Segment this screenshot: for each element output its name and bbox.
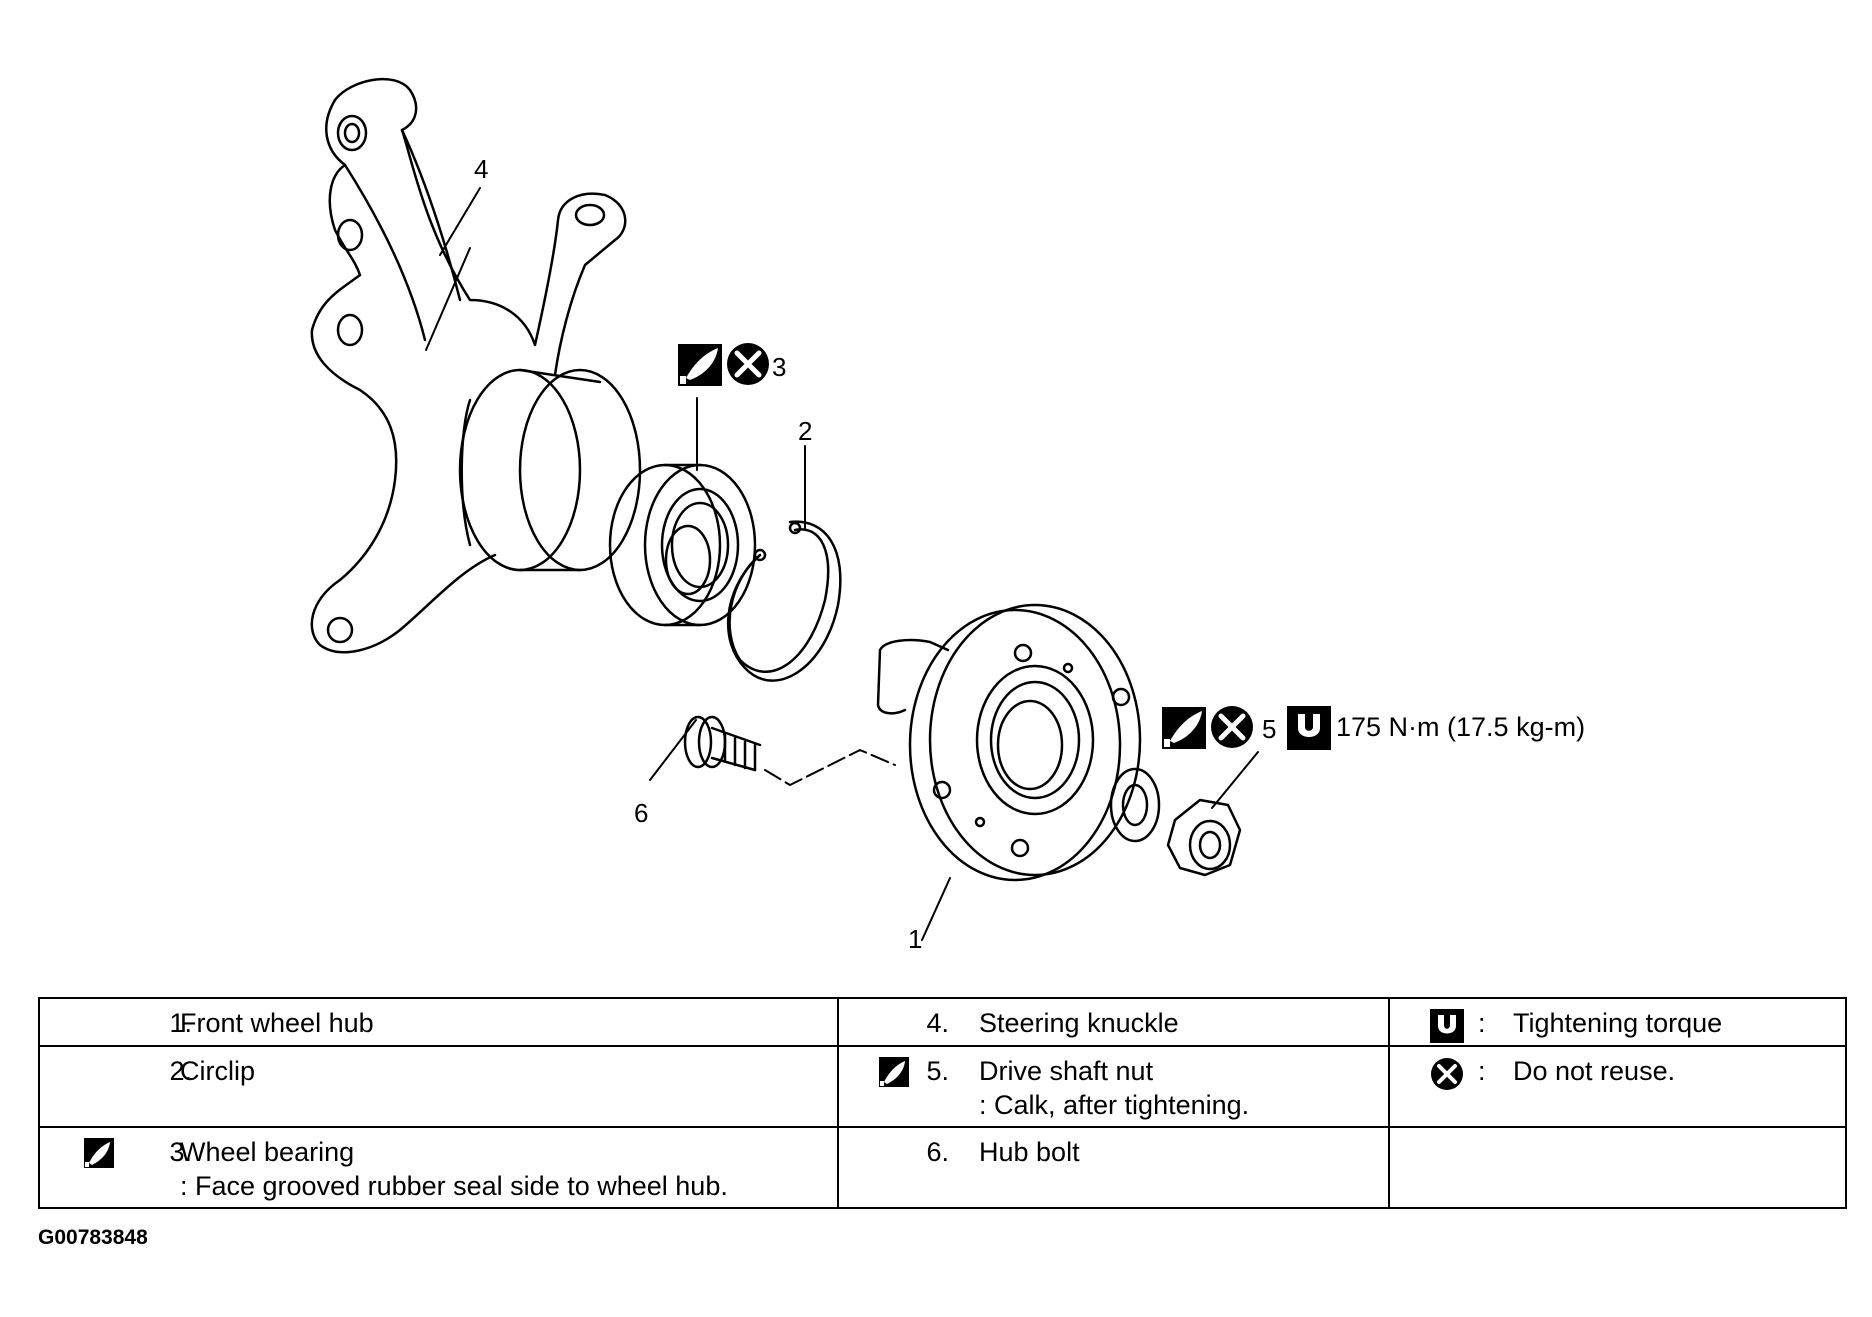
callout-3: 3	[772, 352, 786, 382]
table-cell: : Tightening torque	[1388, 997, 1847, 1047]
legend-text: Do not reuse.	[1513, 1056, 1676, 1086]
apply-grease-icon	[1162, 707, 1206, 749]
do-not-reuse-icon	[1211, 706, 1253, 748]
callout-6: 6	[634, 798, 648, 828]
callout-5: 5	[1262, 714, 1276, 744]
item-name: Front wheel hub	[180, 1008, 374, 1038]
table-cell: 6. Hub bolt	[837, 1126, 1390, 1209]
table-row: 1. Front wheel hub 4. Steering knuckle :…	[38, 997, 1847, 1047]
figure-code: G00783848	[38, 1226, 148, 1249]
apply-grease-icon	[84, 1138, 114, 1168]
table-cell: : Do not reuse.	[1388, 1045, 1847, 1128]
apply-grease-icon	[879, 1057, 909, 1087]
item-name: Wheel bearing	[180, 1137, 355, 1167]
front-wheel-hub-part	[876, 603, 1142, 882]
item-number: 1.	[169, 1008, 192, 1038]
table-cell	[1388, 1126, 1847, 1209]
item-note: : Calk, after tightening.	[979, 1090, 1250, 1120]
legend-colon: :	[1478, 1056, 1486, 1086]
parts-legend-table: 1. Front wheel hub 4. Steering knuckle :…	[38, 997, 1847, 1209]
legend-text: Tightening torque	[1513, 1008, 1723, 1038]
item-name: Circlip	[180, 1056, 256, 1086]
table-cell: 4. Steering knuckle	[837, 997, 1390, 1047]
hub-bolt-part	[683, 715, 762, 772]
exploded-view-diagram: 4 2 3 5 6 1 175 N·m (17.5 kg-m)	[310, 77, 1585, 954]
do-not-reuse-icon	[727, 343, 769, 385]
table-row: 2. Circlip 5. Drive shaft nut : Calk, af…	[38, 1045, 1847, 1128]
table-cell: 1. Front wheel hub	[38, 997, 839, 1047]
callout-2: 2	[798, 416, 812, 446]
tightening-torque-icon	[1287, 706, 1331, 750]
circlip-part	[726, 520, 842, 682]
callout-1: 1	[908, 924, 922, 954]
legend-colon: :	[1478, 1008, 1486, 1038]
table-cell: 5. Drive shaft nut : Calk, after tighten…	[837, 1045, 1390, 1128]
item-number: 5.	[926, 1056, 949, 1086]
drive-shaft-nut-part	[1109, 767, 1242, 877]
callout-4: 4	[474, 154, 488, 184]
item-number: 2.	[169, 1056, 192, 1086]
item-number: 6.	[926, 1137, 949, 1167]
do-not-reuse-icon	[1431, 1058, 1463, 1090]
steering-knuckle-part	[310, 77, 642, 654]
apply-grease-icon	[678, 344, 722, 386]
tightening-torque-icon	[1430, 1009, 1464, 1043]
item-note: : Face grooved rubber seal side to wheel…	[180, 1171, 728, 1201]
table-row: 3. Wheel bearing : Face grooved rubber s…	[38, 1126, 1847, 1209]
item-number: 4.	[926, 1008, 949, 1038]
item-name: Drive shaft nut	[979, 1056, 1154, 1086]
table-cell: 2. Circlip	[38, 1045, 839, 1128]
wheel-bearing-part	[608, 463, 757, 627]
item-number: 3.	[169, 1137, 192, 1167]
torque-spec-label: 175 N·m (17.5 kg-m)	[1336, 712, 1585, 742]
table-cell: 3. Wheel bearing : Face grooved rubber s…	[38, 1126, 839, 1209]
item-name: Hub bolt	[979, 1137, 1080, 1167]
item-name: Steering knuckle	[979, 1008, 1179, 1038]
